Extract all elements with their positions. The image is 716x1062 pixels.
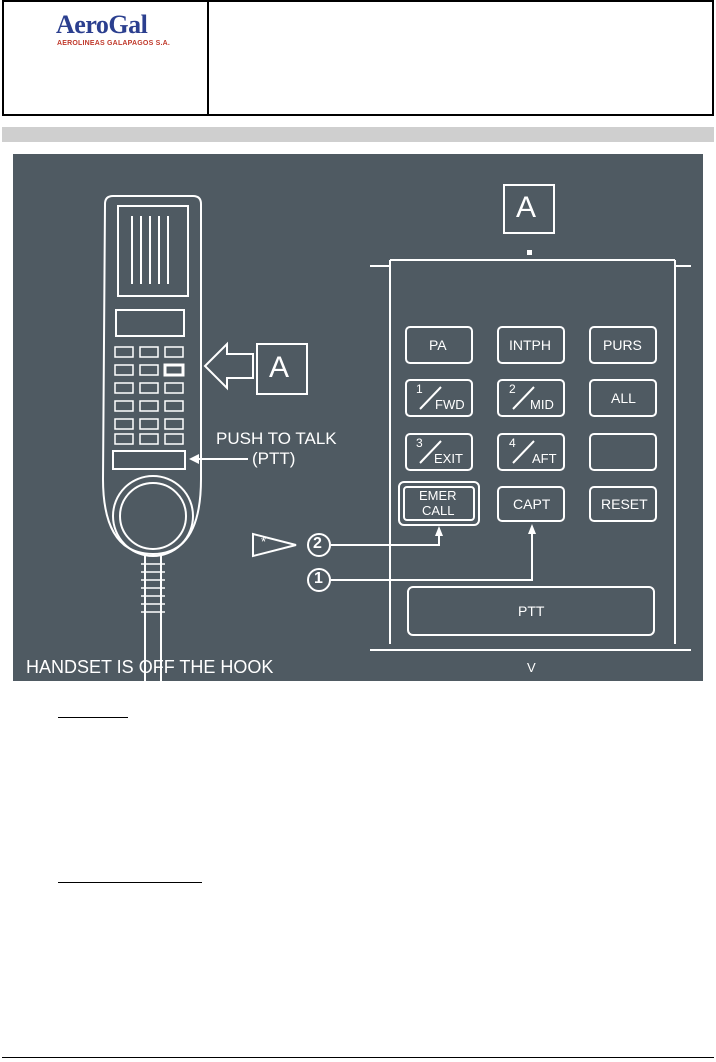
callout-1-arrowhead: [528, 524, 536, 534]
logo-wordmark: AeroGal: [56, 10, 148, 39]
key-mid-number: 2: [509, 382, 516, 396]
key-aft-label: AFT: [532, 451, 557, 466]
handset-earpiece: [117, 205, 189, 297]
key-mid-button: [497, 379, 565, 417]
key-all-button: [589, 379, 657, 417]
callout-1-number: 1: [314, 570, 323, 587]
logo: AeroGal AEROLINEAS GALAPAGOS S.A.: [4, 2, 207, 114]
detail-label-box: [256, 343, 308, 395]
key-aft-button: [497, 433, 565, 471]
key-all-label: ALL: [611, 390, 636, 406]
ptt-label-line1: PUSH TO TALK: [216, 429, 337, 448]
panel-bottom-mark: V: [527, 660, 536, 675]
callout-2-line: [331, 534, 440, 546]
key-emer-call-button: [403, 486, 475, 521]
callout-1-circle: [307, 568, 331, 592]
handset-display: [115, 309, 185, 337]
key-capt-button: [497, 486, 565, 522]
key-mid-label: MID: [530, 397, 554, 412]
key-emer-call-outer: [398, 481, 480, 526]
handset-cord: [144, 554, 162, 681]
key-exit-button: [405, 433, 473, 471]
detail-title-box: [503, 184, 555, 234]
figure-caption: HANDSET IS OFF THE HOOK: [26, 657, 274, 677]
handset-diagram: [101, 184, 691, 681]
detail-title-label: A: [516, 191, 537, 224]
key-exit-number: 3: [416, 436, 423, 450]
key-blank-button: [589, 433, 657, 471]
key-ptt-button: [407, 586, 655, 636]
key-capt-label: CAPT: [513, 496, 551, 512]
handset-mouthpiece: [119, 482, 187, 550]
ptt-pointer-head: [189, 454, 199, 464]
star-marker: *: [261, 534, 267, 549]
key-fwd-number: 1: [416, 382, 423, 396]
key-purs-label: PURS: [603, 337, 642, 353]
detail-callout-label: A: [269, 351, 290, 384]
key-intph-button: [497, 326, 565, 364]
key-intph-label: INTPH: [509, 337, 551, 353]
key-fwd-button: [405, 379, 473, 417]
key-reset-label: RESET: [601, 496, 648, 512]
header-table: AeroGal AEROLINEAS GALAPAGOS S.A.: [2, 0, 714, 116]
handset-outline: [101, 195, 202, 556]
callout-2-circle: [307, 533, 331, 557]
key-pa-button: [405, 326, 473, 364]
handset-mouthpiece-ring: [112, 475, 194, 557]
header-divider: [207, 2, 209, 114]
key-ptt-label: PTT: [518, 603, 545, 619]
key-pa-label: PA: [429, 337, 447, 353]
handset-figure: A A PUSH TO TALK (PTT) HANDSET IS OFF TH…: [13, 154, 703, 681]
earpiece-grille: [131, 216, 169, 284]
callout-1-line: [331, 532, 533, 581]
section-bar: [2, 127, 714, 142]
key-reset-button: [589, 486, 657, 522]
handset-ptt-button: [112, 450, 186, 470]
handset-keypad: [114, 346, 185, 445]
callout-2-arrowhead: [435, 526, 443, 536]
key-aft-number: 4: [509, 436, 516, 450]
key-emer-label-line2: CALL: [422, 503, 455, 518]
key-exit-label: EXIT: [434, 451, 463, 466]
star-pointer: [252, 532, 297, 558]
key-emer-label-line1: EMER: [419, 488, 457, 503]
callout-2-number: 2: [313, 535, 322, 552]
detail-arrow: [203, 341, 254, 391]
section-heading-underline-2: [58, 882, 202, 883]
ptt-label-line2: (PTT): [252, 449, 296, 468]
key-purs-button: [589, 326, 657, 364]
footer-rule: [2, 1057, 714, 1058]
cord-strain-relief: [141, 563, 165, 613]
logo-subtitle: AEROLINEAS GALAPAGOS S.A.: [57, 40, 170, 47]
section-heading-underline-1: [58, 717, 128, 718]
key-fwd-label: FWD: [435, 397, 465, 412]
